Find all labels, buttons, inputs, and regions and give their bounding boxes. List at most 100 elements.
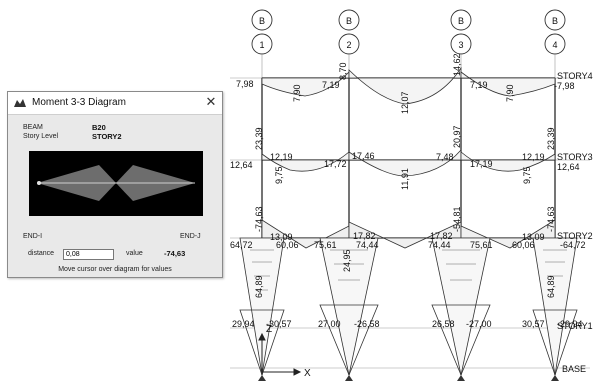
moment-value: -74,63 [254,206,264,232]
arrow-right-icon [293,368,302,376]
grid-label-bottom: 3 [458,40,463,50]
support-icon [345,375,353,381]
moment-value: 9,75 [522,166,532,184]
support-icon [457,375,465,381]
moment-value: 17,72 [324,159,347,169]
moment-value: 9,75 [274,166,284,184]
grid-bubble-b-4[interactable] [544,9,566,31]
diagram-hatching [250,249,567,291]
distance-label: distance [28,250,55,257]
moment-value: -29,94 [557,319,583,329]
distance-input[interactable] [63,249,114,260]
moment-value: -27,00 [466,319,492,329]
moment-value: 60,06 [276,240,299,250]
moment-diagram-story4[interactable] [261,66,556,105]
moment-value: -30,57 [266,319,292,329]
support-icon [551,375,559,381]
moment-value: 75,61 [470,240,493,250]
moment-value: 7,90 [505,84,515,102]
moment-value: 30,57 [522,319,545,329]
story-label-story4: STORY4 [557,71,593,81]
moment-value: 20,97 [452,125,462,148]
moment-value: 13,09 [270,232,293,242]
moment-value: 12,64 [230,160,253,170]
moment-value: -26,58 [354,319,380,329]
grid-label-top: B [552,16,558,26]
arrow-up-icon [258,332,266,341]
moment-value: 74,44 [428,240,451,250]
support-icon [258,375,266,381]
moment-value: 74,44 [356,240,379,250]
value-label: value [126,250,143,257]
moment-value: 26,58 [432,319,455,329]
grid-label-top: B [458,16,464,26]
story-label-story1: STORY1 [557,321,593,331]
grid-bubble-b-3[interactable] [450,9,472,31]
grid-label-bottom: 1 [259,40,264,50]
beam-value: B20 [92,123,106,132]
moment-value: 17,82 [430,231,453,241]
moment-value: 7,98 [236,79,254,89]
moment-value: 17,46 [352,151,375,161]
grid-bubble-b-1[interactable] [251,9,273,31]
moment-value: 17,82 [353,231,376,241]
story-level-label: Story Level [23,133,59,140]
moment-value: 12,64 [557,162,580,172]
moment-value: 64,89 [546,275,556,298]
moment-diagram-columns[interactable] [239,237,578,377]
supports [258,375,559,381]
moment-value: 64,72 [230,240,253,250]
moment-value: 13,09 [522,232,545,242]
moment-diagram-story3[interactable] [261,148,556,177]
moment-value: 29,94 [232,319,255,329]
story-level-value: STORY2 [92,132,122,141]
moment-value: 12,19 [270,152,293,162]
moment-value: 12,07 [400,91,410,114]
beam-label: BEAM [23,124,43,131]
moment-diagram-dialog: Moment 3-3 Diagram ✕ BEAM B20 Story Leve… [7,91,223,278]
moment-value: 64,89 [254,275,264,298]
grid-label-bottom: 4 [552,40,557,50]
moment-value: 8,70 [338,62,348,80]
story-label-base: BASE [562,364,586,374]
story-label-story3: STORY3 [557,152,593,162]
moment-value: -64,72 [560,240,586,250]
moment-diagram-preview[interactable] [29,151,203,216]
close-icon[interactable]: ✕ [205,94,217,109]
dialog-hint: Move cursor over diagram for values [58,266,172,273]
axis-x-label: X [304,368,311,379]
moment-value: 7,19 [322,80,340,90]
moment-value: 17,19 [470,159,493,169]
moment-value: 14,62 [452,53,462,76]
moment-value-readout: -74,63 [164,249,186,258]
moment-value: 60,06 [512,240,535,250]
grid-bubble-b-2[interactable] [338,9,360,31]
moment-value: 27,00 [318,319,341,329]
moment-value: 23,39 [254,127,264,150]
moment-value: 24,95 [342,249,352,272]
grid-label-bottom: 2 [346,40,351,50]
axis-indicator [258,332,302,376]
grid-label-top: B [259,16,265,26]
moment-value: 7,90 [292,84,302,102]
dialog-title-bar[interactable]: Moment 3-3 Diagram ✕ [8,92,222,115]
axis-z-label: Z [266,324,272,335]
frame-members [261,77,556,375]
moment-diagram-icon [14,99,26,107]
moment-value: 23,39 [546,127,556,150]
moment-value: 7,19 [470,80,488,90]
moment-value: 75,61 [314,240,337,250]
moment-value: 7,48 [436,152,454,162]
grid-label-top: B [346,16,352,26]
end-i-label: END-I [23,233,43,240]
moment-value: -54,81 [452,206,462,232]
story-label-story2: STORY2 [557,231,593,241]
diagram-cursor [37,181,41,185]
moment-value: 12,19 [522,152,545,162]
moment-value: 11,91 [400,168,410,190]
moment-value: -7,98 [554,81,575,91]
moment-value: -74,63 [546,206,556,232]
dialog-title: Moment 3-3 Diagram [32,97,126,108]
